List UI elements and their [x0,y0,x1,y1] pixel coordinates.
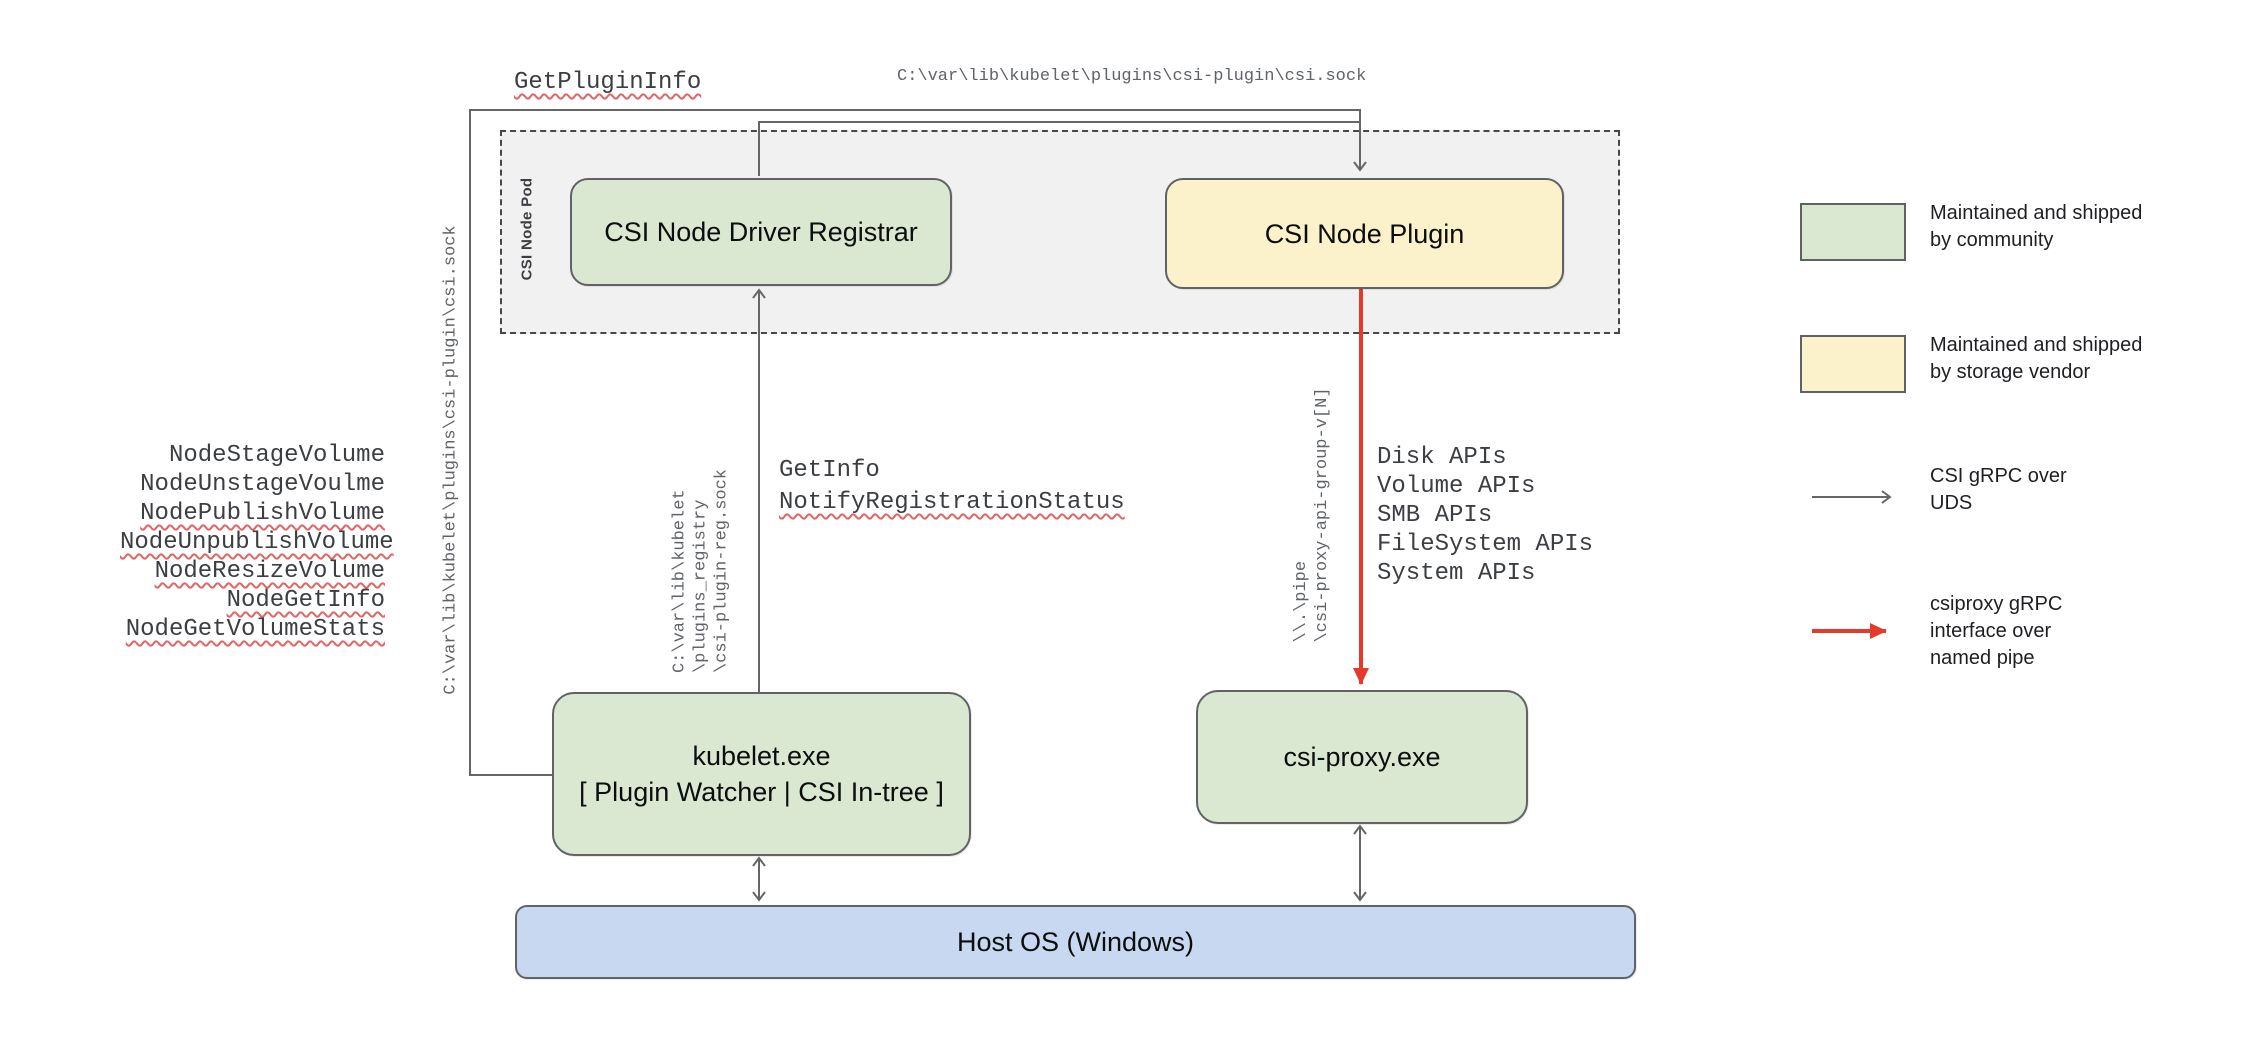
node-method: NodeUnstageVoulme [140,471,385,498]
left-csi-socket-path-vertical-label: C:\var\lib\kubelet\plugins\csi-plugin\cs… [441,225,461,695]
legend-community-swatch [1800,203,1906,261]
get-plugin-info-label: GetPluginInfo [514,69,702,96]
node-method: NodeResizeVolume [154,558,385,585]
registry-socket-path-vertical-label: C:\var\lib\kubelet \plugins_registry \cs… [670,468,732,674]
proxy-api: Disk APIs [1377,444,1507,471]
csi-node-driver-registrar-label: CSI Node Driver Registrar [604,217,918,247]
legend-vendor-label: Maintained and shipped by storage vendor [1930,334,2143,383]
proxy-api: Volume APIs [1377,473,1536,500]
node-method: NodeGetInfo [226,587,385,614]
kubelet-box: kubelet.exe [ Plugin Watcher | CSI In-tr… [552,692,971,856]
host-os-box: Host OS (Windows) [515,905,1636,979]
csi-proxy-label: csi-proxy.exe [1283,742,1441,772]
proxy-api: FileSystem APIs [1377,531,1594,558]
node-method: NodeUnpublishVolume [120,529,394,556]
csi-proxy-api-list: Disk APIs Volume APIs SMB APIs FileSyste… [1377,443,1593,588]
legend-vendor-swatch [1800,335,1906,393]
kubelet-node-methods-list: NodeStageVolume NodeUnstageVoulme NodePu… [120,441,394,644]
csi-proxy-box: csi-proxy.exe [1196,690,1528,824]
node-method: NodePublishVolume [140,500,385,527]
node-method: NodeGetVolumeStats [125,616,385,643]
kubelet-label: kubelet.exe [ Plugin Watcher | CSI In-tr… [579,741,944,807]
named-pipe-path-vertical-label: \\.\pipe \csi-proxy-api-group-v[N] [1292,387,1332,643]
proxy-api: SMB APIs [1377,502,1493,529]
notify-registration-status-label: NotifyRegistrationStatus [779,489,1125,516]
legend-community-label: Maintained and shipped by community [1930,202,2143,251]
legend-uds-label: CSI gRPC over UDS [1930,465,2067,514]
legend-namedpipe-label: csiproxy gRPC interface over named pipe [1930,593,2063,669]
node-method: NodeStageVolume [168,442,385,469]
csi-node-driver-registrar-box: CSI Node Driver Registrar [570,178,952,286]
proxy-api: System APIs [1377,560,1536,587]
csi-node-plugin-label: CSI Node Plugin [1264,218,1465,249]
csi-node-plugin-box: CSI Node Plugin [1165,178,1564,289]
get-info-label: GetInfo [779,457,880,484]
csi-node-pod-label: CSI Node Pod [518,177,536,281]
top-csi-socket-path-label: C:\var\lib\kubelet\plugins\csi-plugin\cs… [897,67,1367,86]
host-os-label: Host OS (Windows) [956,927,1195,957]
